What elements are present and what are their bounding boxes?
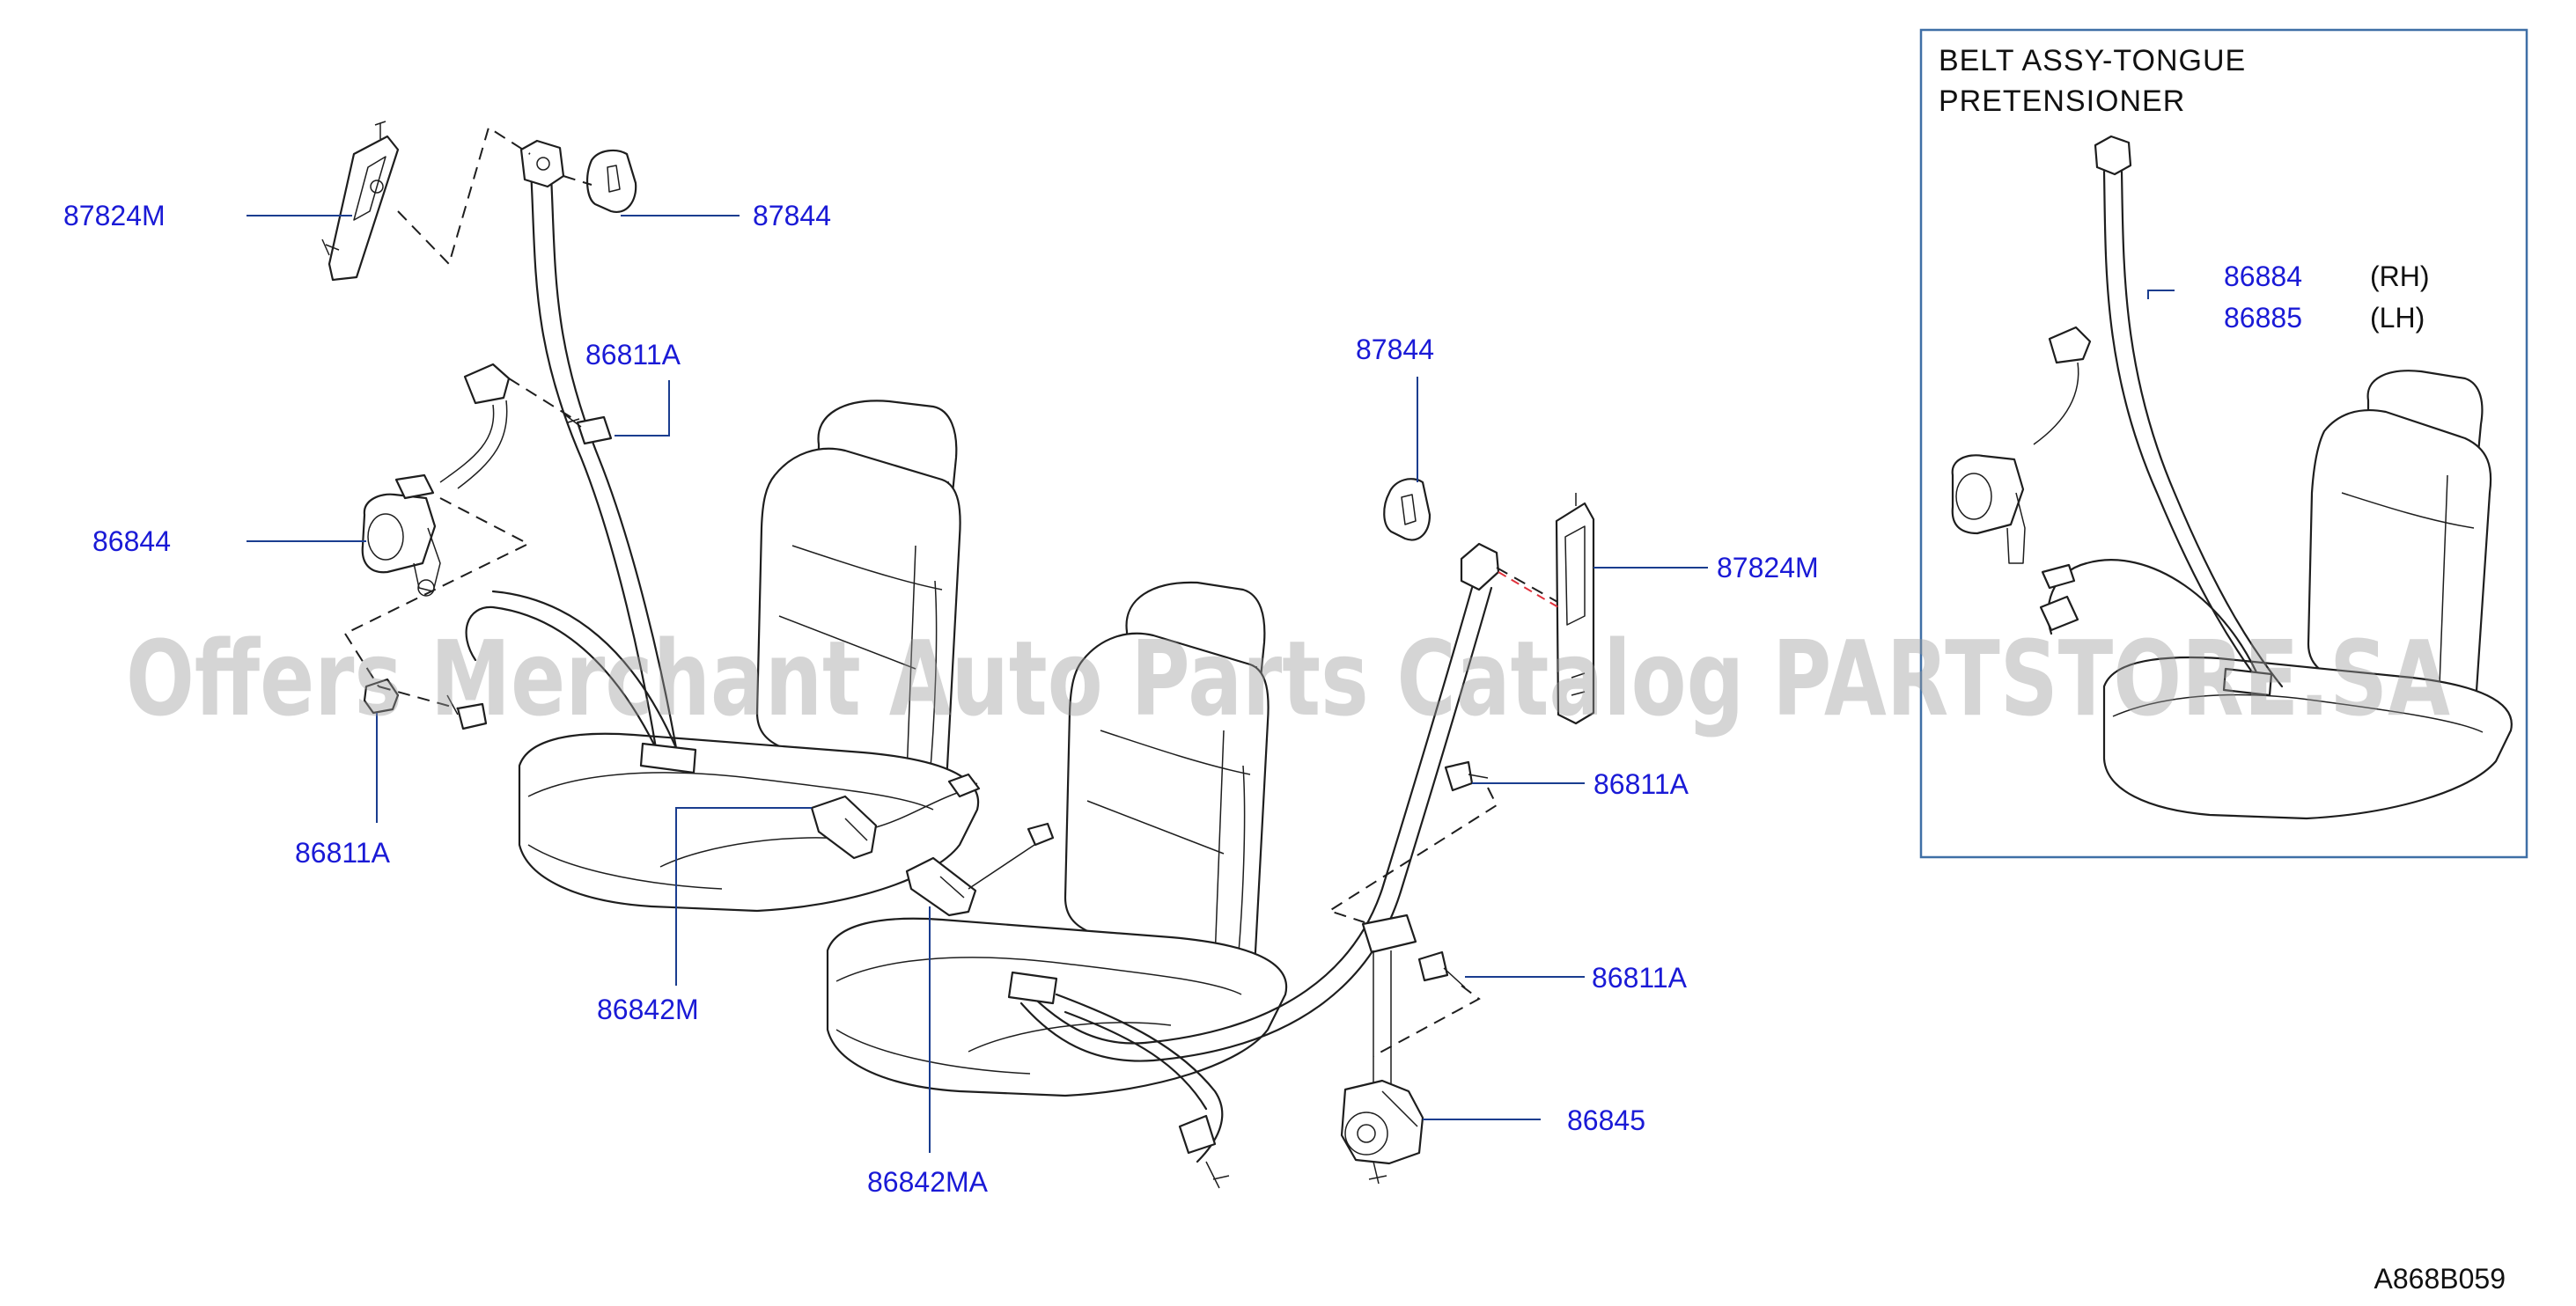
diagram-code: A868B059 (2374, 1263, 2506, 1295)
label-86811a-lower-right[interactable]: 86811A (1592, 962, 1688, 994)
part-87824m-right[interactable] (1498, 493, 1595, 725)
left-seat (518, 400, 980, 913)
leader-lines (247, 215, 2175, 1153)
label-86842ma[interactable]: 86842MA (867, 1166, 989, 1198)
watermark-text: Offers Merchant Auto Parts Catalog PARTS… (126, 618, 2450, 739)
label-87824m-right[interactable]: 87824M (1717, 552, 1819, 583)
label-86811a-upper-right[interactable]: 86811A (1593, 768, 1689, 800)
part-87824m-left[interactable] (321, 121, 531, 282)
left-seatbelt (439, 139, 697, 774)
label-86844[interactable]: 86844 (92, 525, 171, 557)
part-86811a-upper-left[interactable] (508, 378, 613, 445)
part-86844-retractor[interactable] (344, 473, 531, 635)
label-rh: (RH) (2370, 260, 2430, 292)
part-87844-right[interactable] (1383, 478, 1432, 541)
part-86842ma-buckle[interactable] (905, 822, 1055, 917)
part-86811a-lower-left[interactable] (344, 633, 488, 730)
label-86885-lh[interactable]: 86885 (2224, 302, 2302, 334)
center-seat (826, 581, 1288, 1097)
label-87824m-left[interactable]: 87824M (63, 200, 166, 231)
inset-title-line2: PRETENSIONER (1939, 84, 2185, 118)
part-86811a-lower-right[interactable] (1373, 950, 1481, 1057)
label-86842m[interactable]: 86842M (597, 994, 699, 1025)
label-lh: (LH) (2370, 302, 2425, 334)
label-86845[interactable]: 86845 (1567, 1104, 1645, 1136)
inset-title-line1: BELT ASSY-TONGUE (1939, 44, 2246, 77)
part-87844-left[interactable] (563, 149, 637, 213)
label-87844-right[interactable]: 87844 (1356, 334, 1434, 365)
label-86811a-lower-left[interactable]: 86811A (295, 837, 391, 869)
inset-panel: BELT ASSY-TONGUE PRETENSIONER (1919, 28, 2528, 859)
part-86845-retractor[interactable] (1340, 1079, 1424, 1185)
label-86811a-upper-left[interactable]: 86811A (585, 339, 681, 371)
part-86842m-buckle[interactable] (810, 773, 981, 860)
right-seatbelt (1007, 542, 1568, 1189)
label-87844-left[interactable]: 87844 (753, 200, 831, 231)
label-86884-rh[interactable]: 86884 (2224, 260, 2302, 292)
inset-border (1919, 28, 2528, 859)
